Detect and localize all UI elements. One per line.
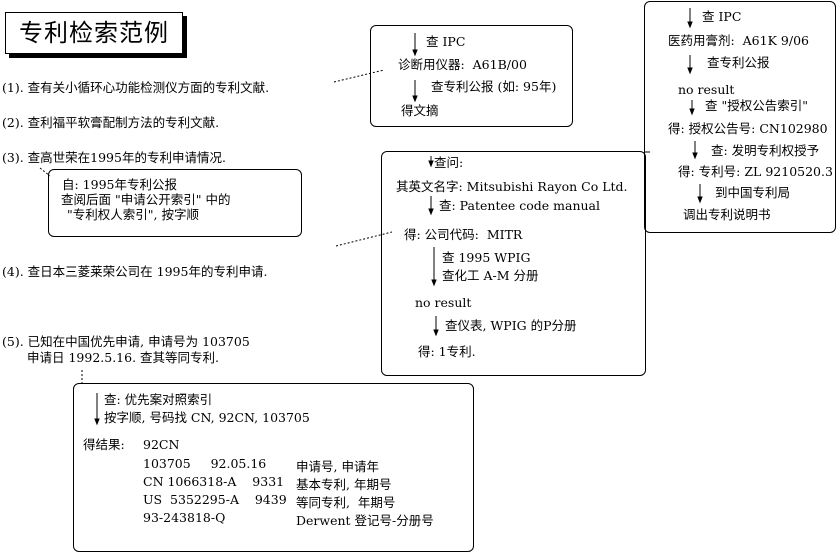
question-5-line-2: 申请日 1992.5.16. 查其等同专利. <box>27 350 220 365</box>
result-value: US 5352295-A 9439 <box>143 492 287 507</box>
answer-box-1: 查 IPC 诊断用仪器: A61B/00 查专利公报 (如: 95年) 得文摘 <box>370 25 573 127</box>
result-label: 得结果: <box>83 437 125 452</box>
step: 其英文名字: Mitsubishi Rayon Co Ltd. <box>396 179 628 194</box>
arrows <box>94 8 703 426</box>
result-value: 93-243818-Q <box>143 510 226 525</box>
page-title: 专利检索范例 <box>5 12 183 54</box>
answer-box-2: 查 IPC 医药用膏剂: A61K 9/06 查专利公报 no result 查… <box>644 1 836 233</box>
step: 查: Patentee code manual <box>439 198 601 213</box>
step: 得: 专利号: ZL 9210520.3 <box>678 164 833 179</box>
step: 得: 公司代码: MITR <box>404 227 523 242</box>
question-2: (2). 查利福平软膏配制方法的专利文献. <box>2 115 220 130</box>
step: 诊断用仪器: A61B/00 <box>398 57 527 72</box>
step: 得文摘 <box>401 103 439 118</box>
step: 医药用膏剂: A61K 9/06 <box>668 33 809 48</box>
result-meaning: 基本专利, 年期号 <box>296 477 392 492</box>
step: 查阅后面 "申请公开索引" 中的 <box>61 192 231 207</box>
step: no result <box>678 82 735 97</box>
result-value: CN 1066318-A 9331 <box>143 474 285 489</box>
step: 查仪表, WPIG 的P分册 <box>445 318 577 333</box>
step: 得: 1专利. <box>418 344 476 359</box>
result-value: 92CN <box>143 437 180 452</box>
step: 查 "授权公告索引" <box>705 98 808 113</box>
step: 自: 1995年专利公报 <box>62 177 177 192</box>
answer-box-3: 自: 1995年专利公报 查阅后面 "申请公开索引" 中的 "专利权人索引", … <box>48 169 302 237</box>
result-meaning: 等同专利, 年期号 <box>296 495 396 510</box>
answer-box-5: 查: 优先案对照索引 按字顺, 号码找 CN, 92CN, 103705 得结果… <box>73 383 474 552</box>
step: 查问: <box>434 155 464 170</box>
step: 到中国专利局 <box>715 185 791 200</box>
step: 查: 发明专利权授予 <box>711 143 820 158</box>
step: 查: 优先案对照索引 <box>104 392 213 407</box>
step: 调出专利说明书 <box>683 207 771 222</box>
step: no result <box>415 295 472 310</box>
question-1: (1). 查有关小循环心功能检测仪方面的专利文献. <box>2 80 270 95</box>
step: 得: 授权公告号: CN102980 <box>668 121 828 136</box>
result-meaning: 申请号, 申请年 <box>296 459 379 474</box>
question-5: (5). 已知在中国优先申请, 申请号为 103705 <box>2 334 250 349</box>
step: "专利权人索引", 按字顺 <box>67 207 199 222</box>
step: 查 IPC <box>702 9 742 24</box>
step: 查化工 A-M 分册 <box>442 268 539 283</box>
answer-box-4: 查问: 其英文名字: Mitsubishi Rayon Co Ltd. 查: P… <box>381 151 646 376</box>
step: 按字顺, 号码找 CN, 92CN, 103705 <box>104 410 310 425</box>
result-value: 103705 92.05.16 <box>143 456 267 471</box>
step: 查专利公报 (如: 95年) <box>431 79 557 94</box>
step: 查 1995 WPIG <box>442 250 531 265</box>
result-meaning: Derwent 登记号-分册号 <box>296 513 434 528</box>
step: 查专利公报 <box>707 55 770 70</box>
question-4: (4). 查日本三菱莱荣公司在 1995年的专利申请. <box>2 264 268 279</box>
question-3: (3). 查高世荣在1995年的专利申请情况. <box>2 150 226 165</box>
step: 查 IPC <box>426 34 466 49</box>
